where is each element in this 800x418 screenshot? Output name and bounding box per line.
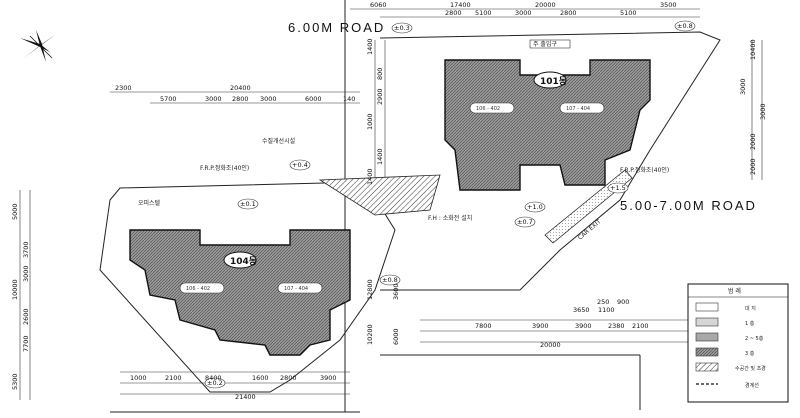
svg-text:1600: 1600 xyxy=(252,374,269,382)
svg-text:1100: 1100 xyxy=(598,306,615,314)
svg-text:12800: 12800 xyxy=(366,279,374,300)
svg-text:1000: 1000 xyxy=(366,113,374,130)
road-label-east: 5.00-7.00M ROAD xyxy=(620,198,757,213)
svg-text:7700: 7700 xyxy=(22,335,30,352)
svg-text:2600: 2600 xyxy=(22,308,30,325)
svg-text:2900: 2900 xyxy=(376,88,384,105)
svg-text:20000: 20000 xyxy=(540,341,561,349)
svg-text:3000: 3000 xyxy=(260,95,277,103)
svg-text:3900: 3900 xyxy=(575,322,592,330)
svg-text:1400: 1400 xyxy=(376,148,384,165)
room-label: 107 - 404 xyxy=(566,106,590,112)
room-label: 106 - 402 xyxy=(476,106,500,112)
svg-text:2380: 2380 xyxy=(608,322,625,330)
svg-text:2800: 2800 xyxy=(560,9,577,17)
entrance-label: 주 출입구 xyxy=(533,40,557,48)
water-facility-label: 수질개선시설 xyxy=(262,137,295,145)
svg-text:+1.5: +1.5 xyxy=(610,184,626,192)
svg-text:10000: 10000 xyxy=(11,279,19,300)
svg-text:3000: 3000 xyxy=(205,95,222,103)
svg-text:7800: 7800 xyxy=(475,322,492,330)
svg-text:2800: 2800 xyxy=(280,374,297,382)
svg-text:2100: 2100 xyxy=(165,374,182,382)
svg-text:20000: 20000 xyxy=(535,1,556,9)
svg-text:5700: 5700 xyxy=(160,95,177,103)
level-markers: ±0.3 ±0.8 +0.4 ±0.1 +1.0 +1.5 ±0.7 ±0.8 … xyxy=(204,20,696,389)
room-label: 107 - 404 xyxy=(284,286,308,292)
legend-item: 대 지 xyxy=(745,305,756,312)
svg-text:8400: 8400 xyxy=(205,374,222,382)
car-exit-label: CAR EXIT xyxy=(577,218,603,241)
svg-text:5300: 5300 xyxy=(11,373,19,390)
svg-text:±0.1: ±0.1 xyxy=(240,200,256,208)
svg-text:3700: 3700 xyxy=(22,241,30,258)
pump-label: 오피스텔 xyxy=(138,199,161,207)
svg-text:3600: 3600 xyxy=(392,283,400,300)
svg-text:3000: 3000 xyxy=(759,103,767,120)
svg-text:3900: 3900 xyxy=(320,374,337,382)
svg-text:+1.0: +1.0 xyxy=(527,203,543,211)
road-label-north: 6.00M ROAD xyxy=(288,20,385,35)
svg-text:900: 900 xyxy=(617,298,629,306)
svg-text:6000: 6000 xyxy=(305,95,322,103)
legend-title: 범 례 xyxy=(728,287,741,295)
svg-text:2000: 2000 xyxy=(749,158,757,175)
svg-text:±0.8: ±0.8 xyxy=(677,22,693,30)
svg-text:1400: 1400 xyxy=(366,168,374,185)
legend: 범 례 대 지 1 층 2 ~ 5층 3 층 수공간 및 조경 경계선 xyxy=(687,283,789,403)
svg-text:±0.3: ±0.3 xyxy=(394,24,410,32)
building-101: 101동 106 - 402 107 - 404 주 출입구 xyxy=(444,39,651,191)
svg-text:2800: 2800 xyxy=(445,9,462,17)
svg-text:3500: 3500 xyxy=(660,1,677,9)
legend-item: 3 층 xyxy=(745,350,755,357)
svg-text:6060: 6060 xyxy=(370,1,387,9)
svg-text:3900: 3900 xyxy=(532,322,549,330)
svg-text:1400: 1400 xyxy=(366,38,374,55)
svg-text:±0.2: ±0.2 xyxy=(207,379,223,387)
svg-text:10400: 10400 xyxy=(749,39,757,60)
svg-text:2300: 2300 xyxy=(115,84,132,92)
svg-text:2100: 2100 xyxy=(632,322,649,330)
svg-text:17400: 17400 xyxy=(450,1,471,9)
dimension-texts: 6060 17400 20000 3500 2800 5100 3000 280… xyxy=(11,1,767,401)
fire-hydrant-label: F.H : 소화전 설치 xyxy=(428,214,472,222)
dimension-lines xyxy=(19,8,763,400)
svg-text:2800: 2800 xyxy=(232,95,249,103)
svg-text:800: 800 xyxy=(376,68,384,80)
svg-text:3000: 3000 xyxy=(515,9,532,17)
frp-tank-label-west: F.R.P.정화조(40인) xyxy=(200,165,249,172)
svg-text:±0.7: ±0.7 xyxy=(517,218,533,226)
legend-item: 2 ~ 5층 xyxy=(745,335,764,342)
svg-text:10200: 10200 xyxy=(366,324,374,345)
svg-text:250: 250 xyxy=(597,298,609,306)
svg-text:+0.4: +0.4 xyxy=(292,161,308,169)
paved-area xyxy=(318,174,441,216)
svg-text:20400: 20400 xyxy=(230,84,251,92)
svg-text:6000: 6000 xyxy=(392,328,400,345)
legend-item: 경계선 xyxy=(745,382,759,389)
svg-text:21400: 21400 xyxy=(235,393,256,401)
building-104: 104동 106 - 402 107 - 404 xyxy=(129,229,351,356)
room-label: 106 - 402 xyxy=(186,286,210,292)
svg-text:±0.8: ±0.8 xyxy=(382,276,398,284)
legend-item: 수공간 및 조경 xyxy=(735,365,766,372)
svg-text:1000: 1000 xyxy=(130,374,147,382)
building-104-label: 104동 xyxy=(230,256,257,267)
frp-tank-label-east: F.R.P.정화조(40인) xyxy=(620,167,669,174)
svg-text:5100: 5100 xyxy=(475,9,492,17)
north-arrow-icon xyxy=(20,30,56,62)
svg-text:3000: 3000 xyxy=(739,78,747,95)
svg-text:3000: 3000 xyxy=(22,265,30,282)
building-101-label: 101동 xyxy=(540,76,567,87)
svg-text:140: 140 xyxy=(343,95,355,103)
svg-text:5000: 5000 xyxy=(11,203,19,220)
svg-text:3650: 3650 xyxy=(573,306,590,314)
legend-item: 1 층 xyxy=(745,320,755,327)
svg-text:5100: 5100 xyxy=(620,9,637,17)
svg-text:2000: 2000 xyxy=(749,133,757,150)
